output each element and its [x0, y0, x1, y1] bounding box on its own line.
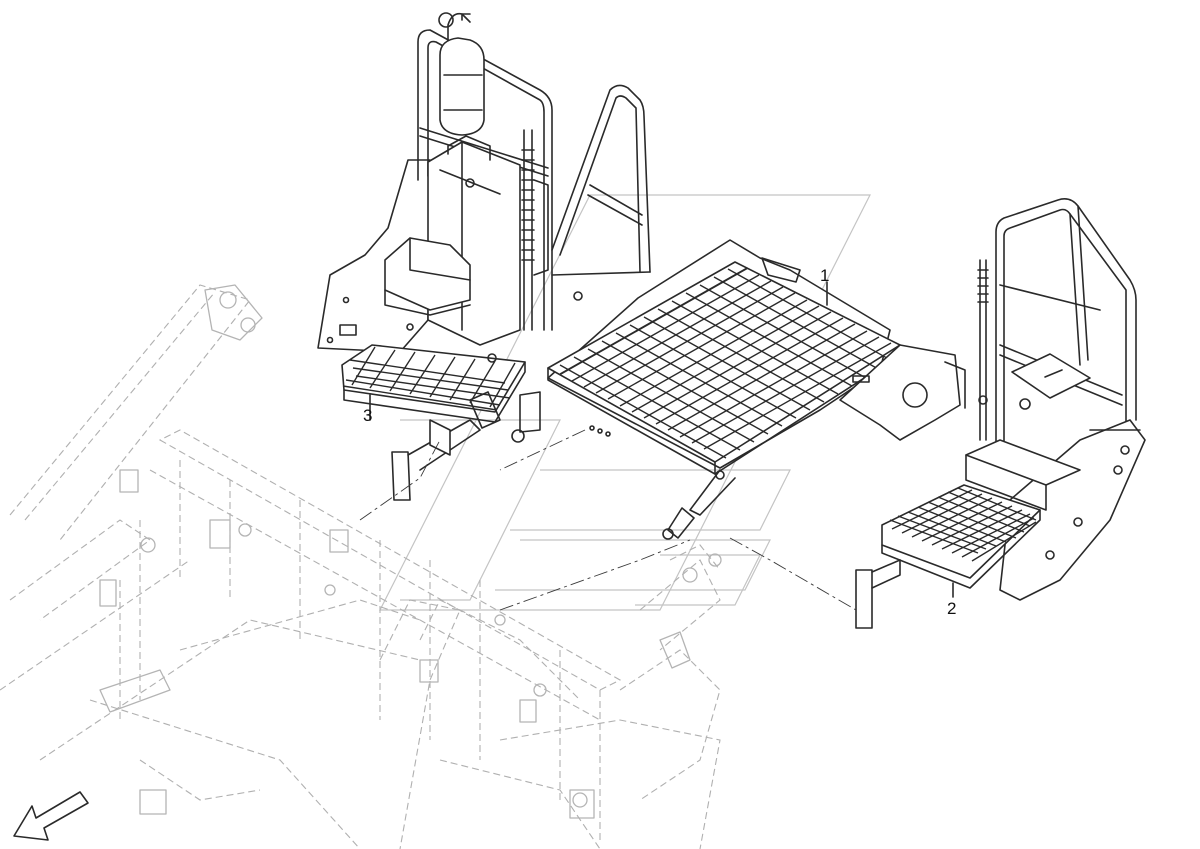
- leader-lines: [359, 281, 954, 611]
- front-arrow-icon: [13, 791, 89, 841]
- right-step-assembly: [855, 198, 1146, 629]
- vehicle-frame-ghost: [0, 284, 722, 849]
- callout-2: 2: [947, 599, 956, 618]
- left-step-assembly: [317, 12, 651, 501]
- main-platform-assembly: [547, 239, 966, 540]
- callout-3: 3: [363, 406, 372, 425]
- callout-1: 1: [820, 266, 829, 285]
